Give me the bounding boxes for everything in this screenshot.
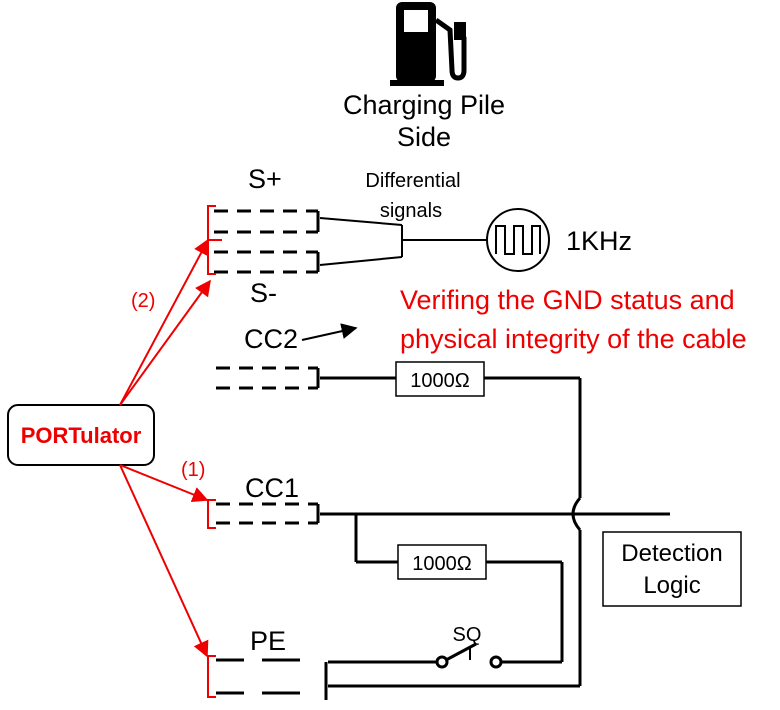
arrow-to-pe xyxy=(119,464,209,658)
portulator-box xyxy=(7,404,155,466)
detection-logic-line2: Logic xyxy=(643,572,700,599)
detection-logic-box xyxy=(602,531,742,607)
signal-generator xyxy=(486,208,550,272)
differential-label-line2: signals xyxy=(380,200,442,222)
step-1-label: (1) xyxy=(181,459,205,481)
sq-label: SQ xyxy=(453,624,482,646)
s-minus-pin xyxy=(214,250,320,274)
cc2-resistor xyxy=(395,361,485,397)
s-plus-pin xyxy=(214,209,320,234)
differential-label-line1: Differential xyxy=(365,170,460,192)
cc2-wire xyxy=(320,376,582,688)
cc2-pointer-arrow xyxy=(301,323,358,341)
cc2-pin xyxy=(216,366,320,390)
pe-pin xyxy=(216,658,328,700)
cc1-resistor-label: 1000Ω xyxy=(412,553,471,575)
square-wave-icon xyxy=(495,225,541,255)
differential-wires xyxy=(319,217,488,266)
arrow-to-cc1 xyxy=(119,464,209,503)
step-2-label: (2) xyxy=(131,290,155,312)
arrow-to-s-plus xyxy=(119,238,209,406)
pe-label: PE xyxy=(250,626,286,656)
portulator-arrows xyxy=(119,238,211,658)
annotation-line1: Verifing the GND status and xyxy=(400,285,735,315)
annotation-line2: physical integrity of the cable xyxy=(400,324,747,354)
cc2-label: CC2 xyxy=(244,324,298,354)
station-title-line2: Side xyxy=(397,122,451,152)
arrow-to-s-minus xyxy=(119,279,211,406)
station-title-line1: Charging Pile xyxy=(343,90,505,120)
s-plus-label: S+ xyxy=(248,164,282,194)
fuel-pump-icon xyxy=(390,2,467,86)
cc1-label: CC1 xyxy=(245,473,299,503)
s-minus-label: S- xyxy=(250,278,277,308)
cc1-pin xyxy=(216,502,320,525)
cc2-resistor-label: 1000Ω xyxy=(410,370,469,392)
portulator-label: PORTulator xyxy=(21,423,142,448)
sq-switch xyxy=(435,642,503,669)
cc1-resistor xyxy=(397,544,487,580)
probe-brackets xyxy=(207,205,222,698)
detection-logic-line1: Detection xyxy=(621,540,722,567)
frequency-label: 1KHz xyxy=(566,226,632,256)
cc1-wire xyxy=(320,512,670,662)
